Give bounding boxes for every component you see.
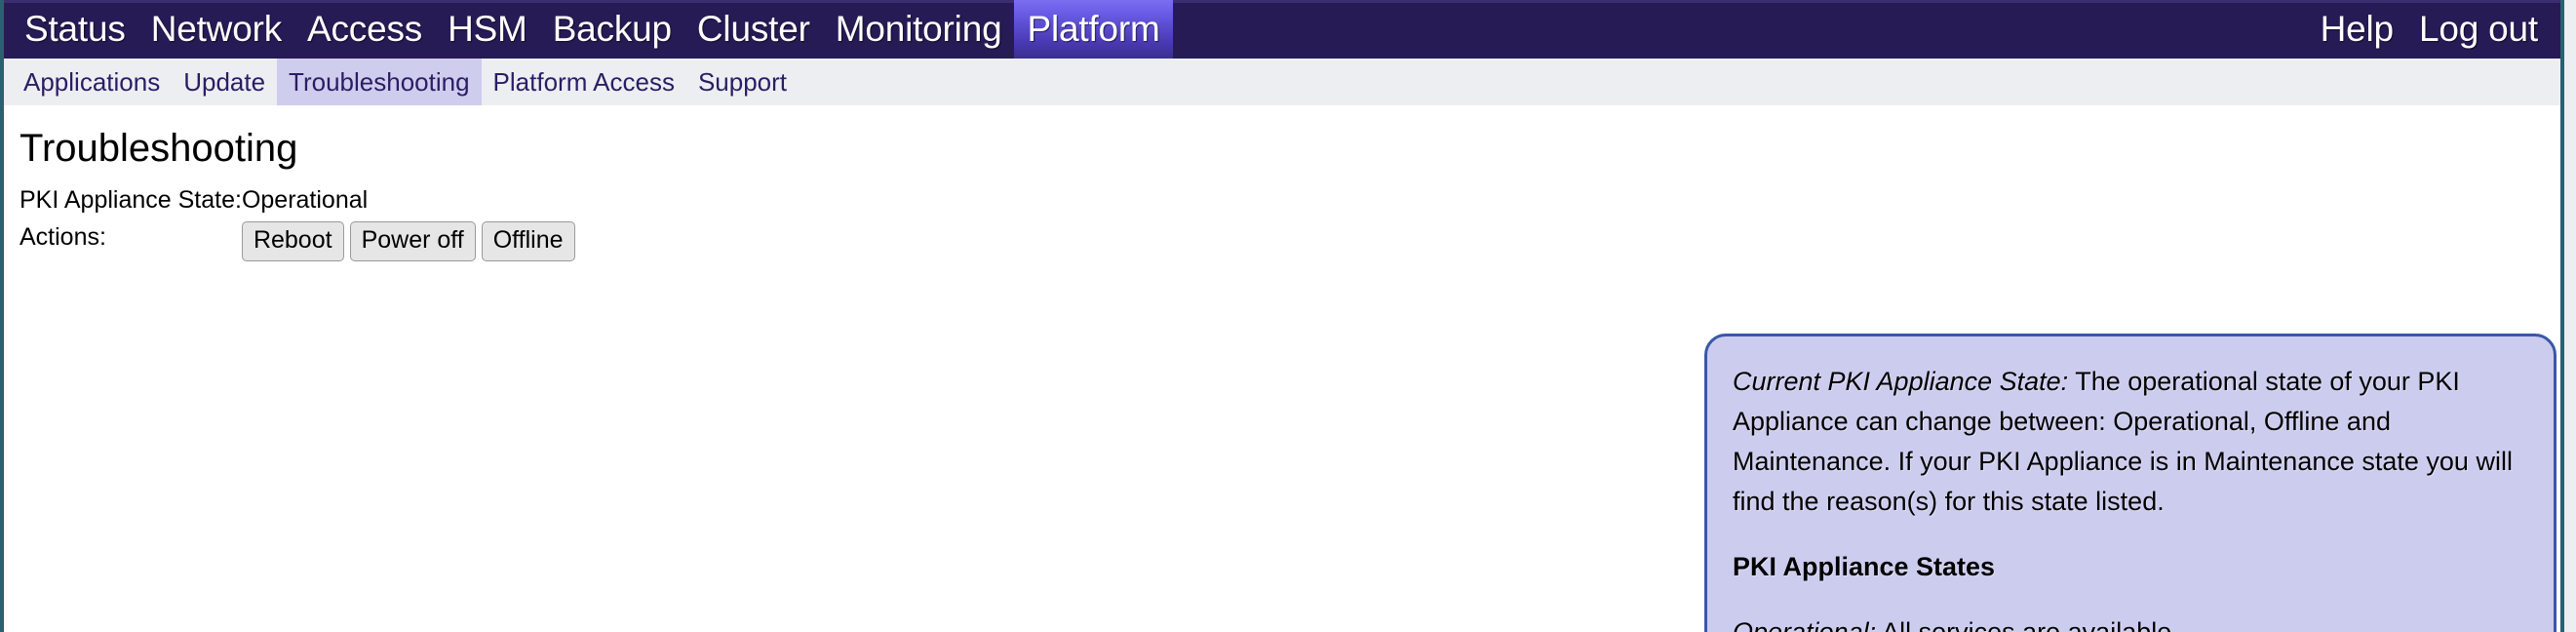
help-info-panel: Current PKI Appliance State: The operati… — [1704, 334, 2556, 632]
secondary-navbar: Applications Update Troubleshooting Plat… — [4, 59, 2560, 105]
table-row-state: PKI Appliance State: Operational — [20, 185, 581, 215]
info-term-current-state: Current PKI Appliance State: — [1733, 367, 2069, 396]
logout-link[interactable]: Log out — [2418, 9, 2538, 49]
topnav-item-network[interactable]: Network — [150, 9, 282, 49]
subnav-item-applications[interactable]: Applications — [23, 67, 161, 97]
page-right-border — [2560, 0, 2564, 632]
info-term-operational: Operational: — [1733, 617, 1877, 632]
primary-nav-left-group: Status Network Access HSM Backup Cluster… — [12, 0, 1173, 59]
page-left-border — [0, 0, 4, 632]
info-paragraph-current-state: Current PKI Appliance State: The operati… — [1733, 362, 2528, 522]
topnav-item-cluster[interactable]: Cluster — [696, 9, 810, 49]
page-title: Troubleshooting — [20, 127, 298, 170]
pki-appliance-state-value: Operational — [241, 186, 369, 214]
topnav-item-status[interactable]: Status — [24, 9, 126, 49]
main-content: Troubleshooting PKI Appliance State: Ope… — [4, 105, 2560, 632]
subnav-item-platform-access[interactable]: Platform Access — [492, 67, 675, 97]
topnav-item-hsm[interactable]: HSM — [448, 9, 527, 49]
subnav-item-troubleshooting[interactable]: Troubleshooting — [277, 59, 482, 105]
pki-appliance-state-label: PKI Appliance State: — [20, 186, 242, 214]
reboot-button[interactable]: Reboot — [241, 221, 344, 261]
topnav-item-platform[interactable]: Platform — [1014, 0, 1173, 59]
topnav-item-backup[interactable]: Backup — [552, 9, 672, 49]
topnav-item-monitoring[interactable]: Monitoring — [835, 9, 1002, 49]
power-off-button[interactable]: Power off — [349, 221, 476, 261]
offline-button[interactable]: Offline — [481, 221, 575, 261]
subnav-item-update[interactable]: Update — [183, 67, 266, 97]
appliance-state-table: PKI Appliance State: Operational Actions… — [20, 185, 581, 261]
info-paragraph-operational: Operational: All services are available. — [1733, 612, 2528, 632]
subnav-item-support[interactable]: Support — [697, 67, 788, 97]
page-right-gutter — [2564, 0, 2576, 632]
actions-label: Actions: — [20, 223, 106, 251]
info-heading-states: PKI Appliance States — [1733, 552, 1996, 581]
info-text-operational: All services are available. — [1876, 617, 2179, 632]
primary-navbar: Status Network Access HSM Backup Cluster… — [0, 0, 2576, 59]
topnav-item-access[interactable]: Access — [307, 9, 423, 49]
info-text-current-state: The operational state of your PKI Applia… — [1733, 367, 2513, 516]
primary-nav-right-group: Help Log out — [2308, 0, 2551, 59]
help-link[interactable]: Help — [2320, 9, 2394, 49]
